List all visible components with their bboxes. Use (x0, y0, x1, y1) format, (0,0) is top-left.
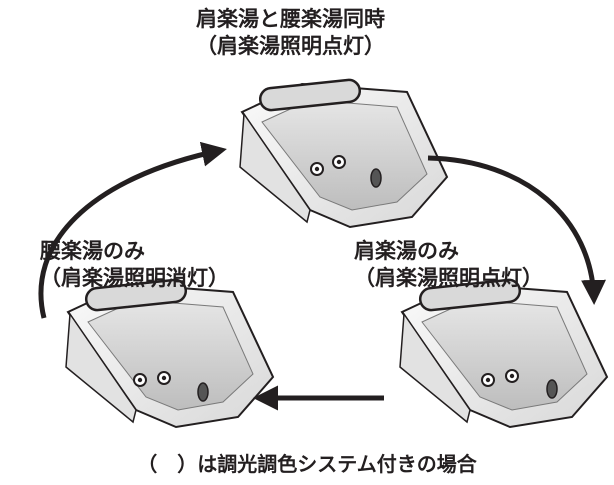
headrest-pillow (84, 278, 188, 312)
bathtub-left (65, 278, 275, 429)
bathtub-top (239, 78, 449, 229)
headrest-pillow (418, 278, 522, 312)
arrow-left-to-top (38, 141, 227, 319)
mode-label-waist-only: 腰楽湯のみ （肩楽湯照明消灯） (40, 238, 229, 292)
mode-lighting-both: （肩楽湯照明点灯） (196, 34, 385, 58)
jet-nozzles (310, 155, 382, 188)
mode-title-both: 肩楽湯と腰楽湯同時 (196, 7, 385, 31)
jet-nozzles (481, 369, 558, 399)
footnote-text: （ ）は調光調色システム付きの場合 (137, 452, 477, 476)
arrow-top-to-right (427, 155, 606, 305)
jet-nozzles (133, 371, 209, 402)
mode-label-both: 肩楽湯と腰楽湯同時 （肩楽湯照明点灯） (196, 6, 385, 60)
bathtub-right (399, 278, 609, 429)
mode-lighting-waist-only: （肩楽湯照明消灯） (40, 266, 229, 290)
mode-title-shoulder-only: 肩楽湯のみ (354, 239, 459, 263)
mode-lighting-shoulder-only: （肩楽湯照明点灯） (354, 266, 543, 290)
mode-label-shoulder-only: 肩楽湯のみ （肩楽湯照明点灯） (354, 238, 543, 292)
mode-title-waist-only: 腰楽湯のみ (40, 239, 145, 263)
